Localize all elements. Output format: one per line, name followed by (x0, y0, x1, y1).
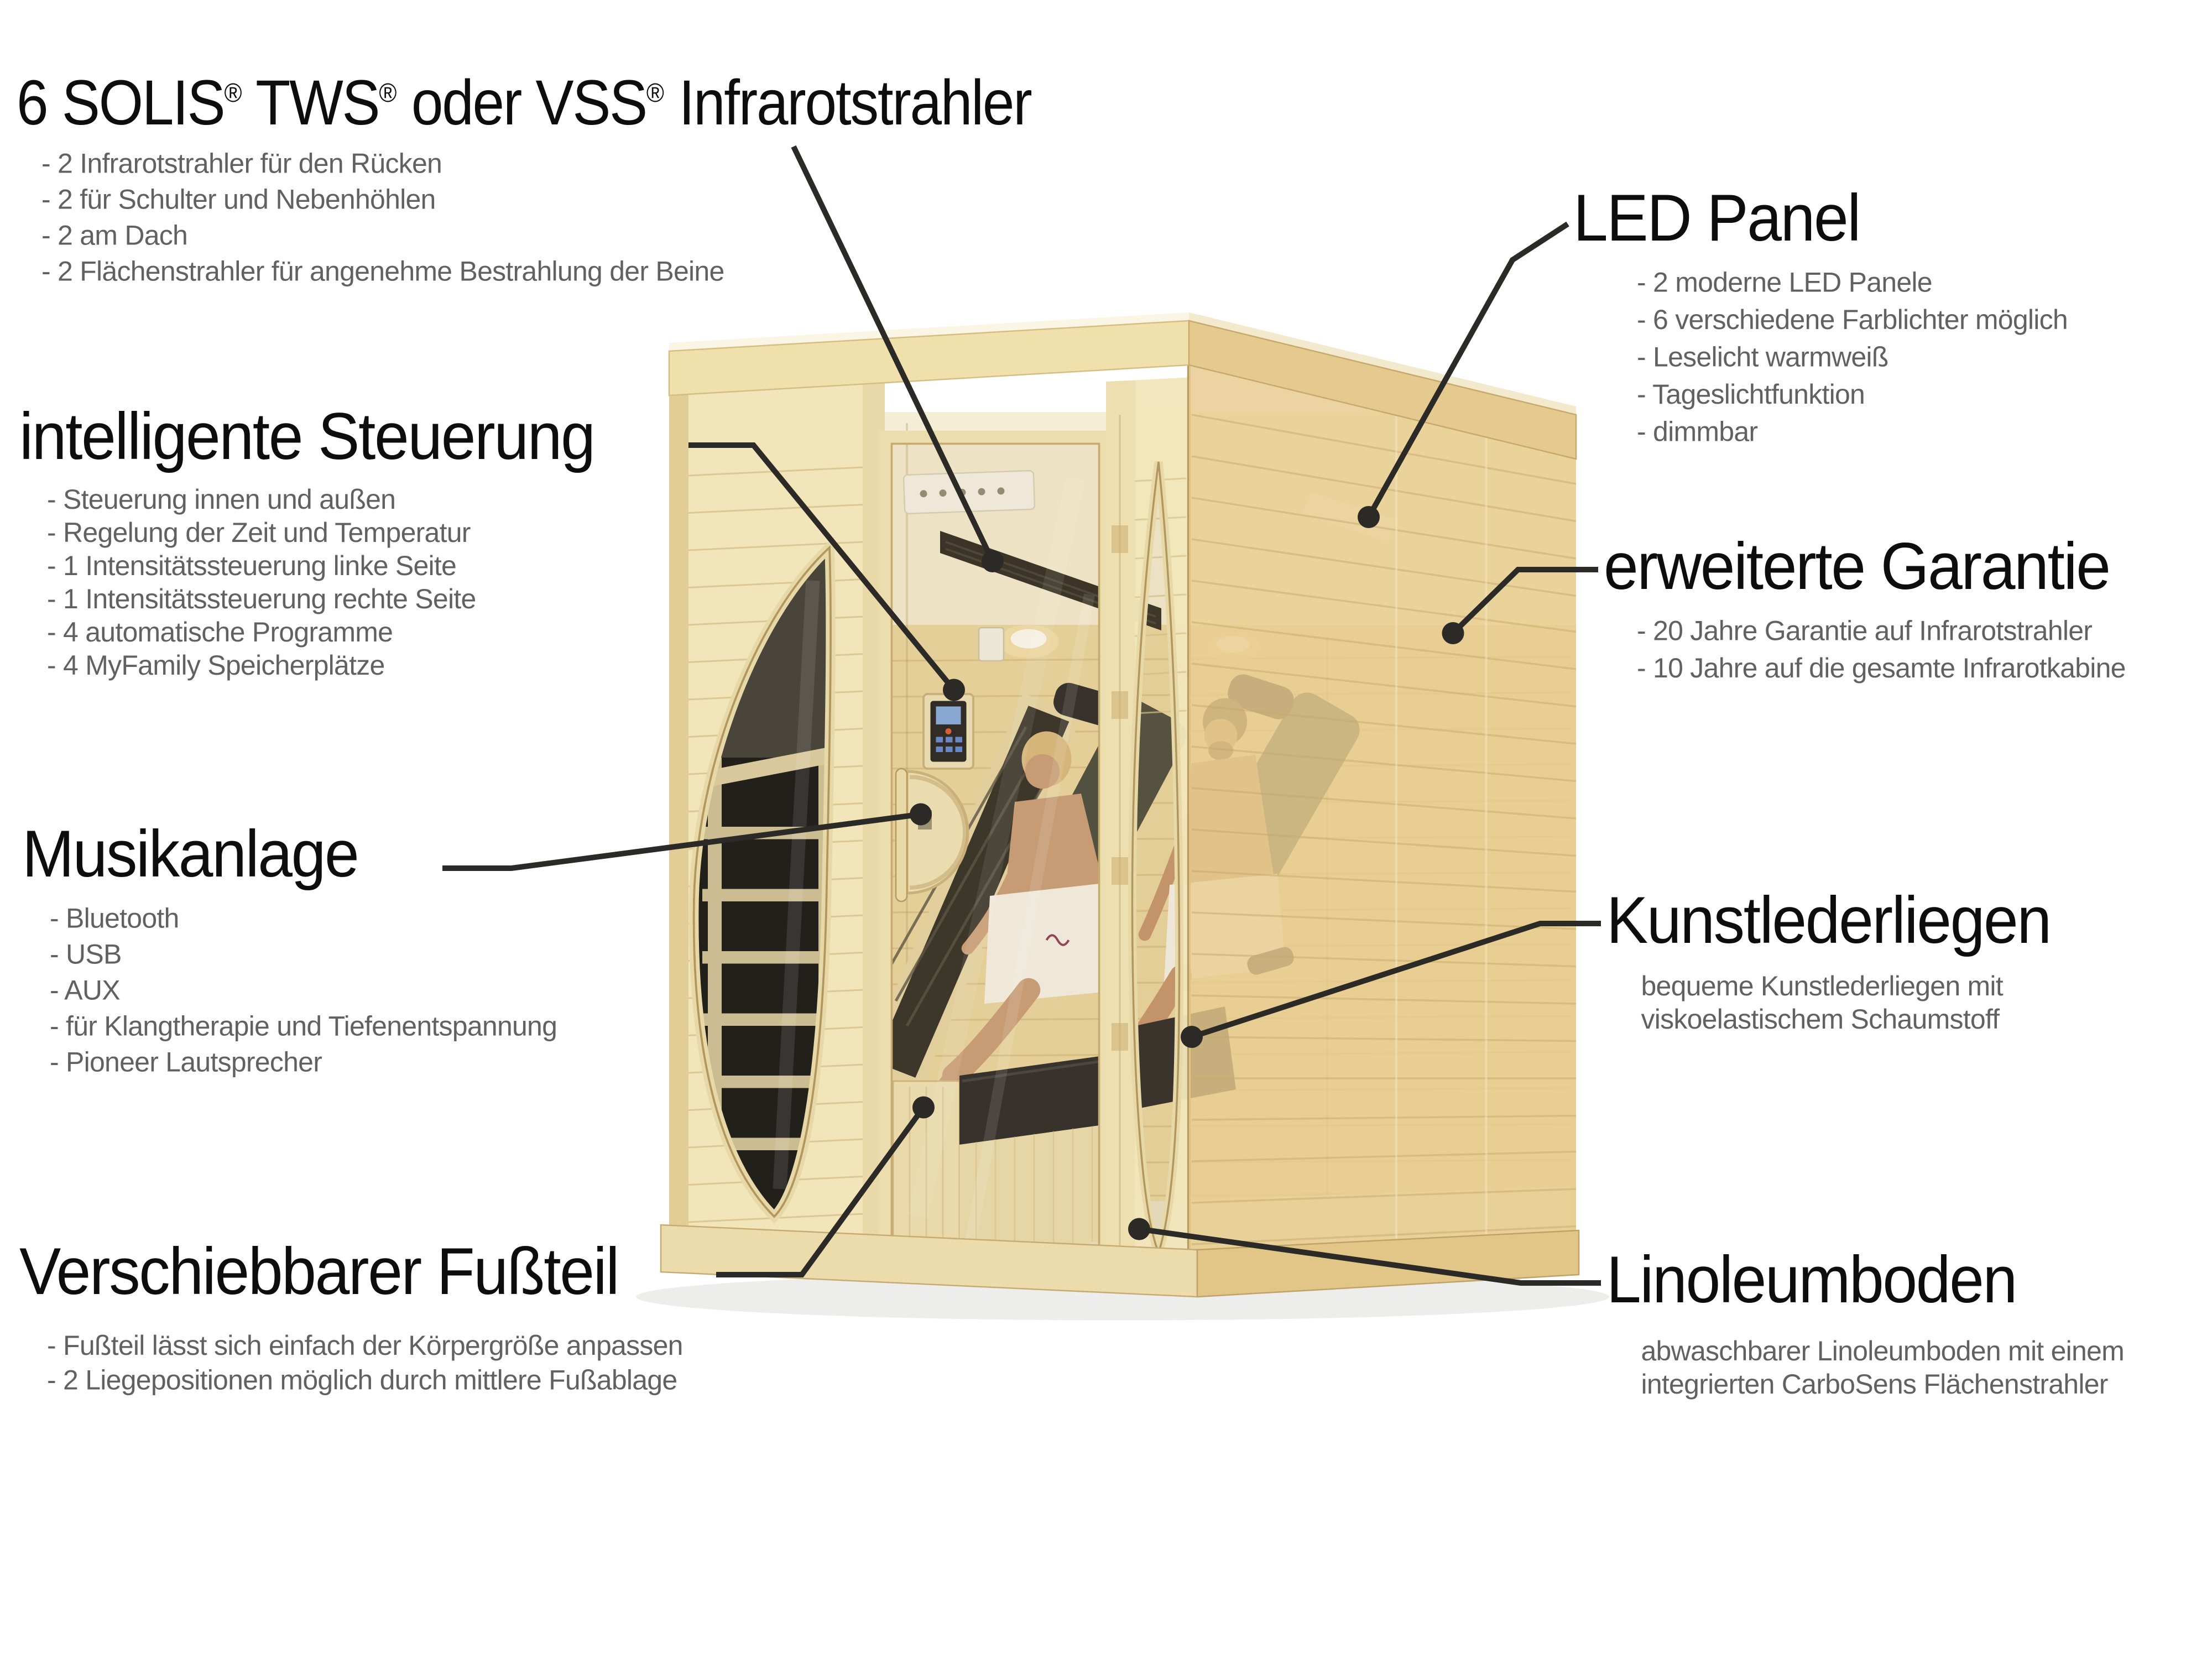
feature-list: - 20 Jahre Garantie auf Infrarotstrahler… (1604, 614, 2142, 689)
right-wall (1189, 362, 1577, 1290)
feature-item: - 2 Infrarotstrahler für den Rücken (41, 149, 442, 180)
back-radiator (862, 693, 1082, 1091)
registered-mark: ® (646, 80, 664, 109)
bench-front-panel (959, 1123, 1120, 1261)
section-heading-steuerung: intelligente Steuerung (19, 401, 596, 474)
section-led: LED Panel - 2 moderne LED Panele - 6 ver… (1573, 182, 2068, 453)
leader-dot-infrarotstrahler (982, 550, 1004, 572)
feature-list: - Steuerung innen und außen - Regelung d… (19, 484, 631, 684)
leader-dot-fussteil (912, 1096, 935, 1119)
feature-item: - 4 MyFamily Speicherplätze (47, 651, 385, 682)
feature-item: - 1 Intensitätssteuerung linke Seite (47, 552, 457, 583)
right-lens-glass (1132, 462, 1180, 1253)
right-wall-slats (1191, 414, 1577, 1245)
feature-item: - AUX (50, 976, 121, 1007)
bench (892, 1053, 1120, 1265)
feature-list: - Bluetooth - USB - AUX - für Klangthera… (22, 902, 557, 1082)
feature-item: - Pioneer Lautsprecher (50, 1048, 322, 1079)
leader-dot-steuerung (943, 679, 965, 701)
feature-item: - 6 verschiedene Farblichter möglich (1637, 306, 2068, 337)
leader-dot-musikanlage (910, 803, 932, 826)
control-panel (922, 693, 974, 770)
led-light-left (1010, 629, 1047, 649)
section-description-line: viskoelastischem Schaumstoff (1641, 1005, 2000, 1036)
section-steuerung: intelligente Steuerung - Steuerung innen… (19, 401, 631, 684)
feature-list: - 2 moderne LED Panele - 6 verschiedene … (1573, 266, 2068, 453)
feature-item: - Leselicht warmweiß (1637, 343, 1888, 374)
section-description-line: bequeme Kunstlederliegen mit (1641, 972, 2004, 1003)
leader-line-led (1366, 221, 1569, 519)
feature-item: - 2 Flächenstrahler für angenehme Bestra… (41, 257, 724, 288)
control-panel-screen (936, 706, 961, 724)
leader-dot-boden (1128, 1218, 1150, 1240)
section-description-line: integrierten CarboSens Flächenstrahler (1641, 1370, 2109, 1401)
woman-towel (984, 882, 1125, 1004)
front-wall (669, 362, 1191, 1290)
leader-line-fussteil (716, 1105, 926, 1277)
left-lens-window (688, 536, 836, 1224)
section-description-line: abwaschbarer Linoleumboden mit einem (1641, 1337, 2125, 1368)
leader-dot-garantie (1442, 622, 1464, 644)
feature-item: - 20 Jahre Garantie auf Infrarotstrahler (1637, 617, 2093, 648)
feature-item: - 2 am Dach (41, 221, 188, 252)
section-heading-garantie: erweiterte Garantie (1604, 531, 2111, 604)
towel-logo (1045, 934, 1070, 946)
registered-mark: ® (224, 80, 242, 109)
feature-item: - USB (50, 940, 122, 971)
leader-line-musikanlage (442, 811, 921, 871)
feature-item: - Bluetooth (50, 904, 179, 935)
feature-item: - 2 moderne LED Panele (1637, 268, 1933, 299)
right-fascia (1188, 320, 1577, 460)
section-heading-fussteil: Verschiebbarer Fußteil (19, 1236, 619, 1310)
section-heading-led: LED Panel (1573, 182, 1861, 256)
feature-item: - dimmbar (1637, 418, 1758, 448)
section-heading-infrarotstrahler: 6 SOLIS® TWS® oder VSS® Infrarotstrahler (17, 66, 1032, 138)
leader-line-infrarotstrahler (791, 145, 995, 563)
section-heading-linoleumboden: Linoleumboden (1606, 1244, 2017, 1318)
section-heading-musikanlage: Musikanlage (22, 818, 359, 892)
section-garantie: erweiterte Garantie - 20 Jahre Garantie … (1604, 531, 2142, 689)
feature-list: - Fußteil lässt sich einfach der Körperg… (19, 1331, 683, 1400)
door-handle (895, 768, 908, 902)
leader-dot-led (1358, 506, 1380, 528)
feature-item: - Tageslichtfunktion (1637, 380, 1865, 411)
leader-line-steuerung (688, 442, 956, 692)
feature-list: - 2 Infrarotstrahler für den Rücken - 2 … (17, 147, 1144, 291)
section-heading-kunstlederliegen: Kunstlederliegen (1606, 885, 2052, 958)
leader-line-garantie (1451, 567, 1598, 635)
leader-line-liegen (1191, 921, 1601, 1040)
leader-dot-liegen (1181, 1026, 1203, 1048)
feature-item: - für Klangtherapie und Tiefenentspannun… (50, 1012, 557, 1043)
right-lens-panel (1128, 377, 1189, 1290)
feature-item: - 1 Intensitätssteuerung rechte Seite (47, 585, 476, 616)
feature-item: - 4 automatische Programme (47, 618, 393, 649)
section-infrarotstrahler: 6 SOLIS® TWS® oder VSS® Infrarotstrahler… (17, 69, 1144, 291)
feature-item: - 2 Liegepositionen möglich durch mittle… (47, 1366, 677, 1397)
wall-switch (978, 627, 1005, 662)
section-kunstlederliegen: Kunstlederliegen bequeme Kunstlederliege… (1606, 885, 2079, 1037)
section-linoleumboden: Linoleumboden abwaschbarer Linoleumboden… (1606, 1244, 2125, 1402)
ceiling-vent-strip (902, 469, 1036, 514)
feature-item: - Steuerung innen und außen (47, 486, 396, 517)
section-fussteil: Verschiebbarer Fußteil - Fußteil lässt s… (19, 1236, 683, 1400)
roof (668, 312, 1577, 460)
woman-face (1025, 754, 1060, 789)
feature-item: - Fußteil lässt sich einfach der Körperg… (47, 1332, 683, 1363)
leader-lines (442, 145, 1601, 1286)
feature-item: - 2 für Schulter und Nebenhöhlen (41, 185, 436, 216)
door-glass (893, 445, 1098, 1253)
leader-line-boden (1139, 1226, 1601, 1286)
section-musikanlage: Musikanlage - Bluetooth - USB - AUX - fü… (22, 818, 557, 1082)
right-wall-seams (1395, 412, 1488, 1251)
front-left-stile (669, 391, 688, 1266)
feature-item: - Regelung der Zeit und Temperatur (47, 519, 471, 550)
glass-door (878, 430, 1113, 1267)
registered-mark: ® (379, 80, 397, 109)
feature-item: - 10 Jahre auf die gesamte Infrarotkabin… (1637, 654, 2126, 685)
